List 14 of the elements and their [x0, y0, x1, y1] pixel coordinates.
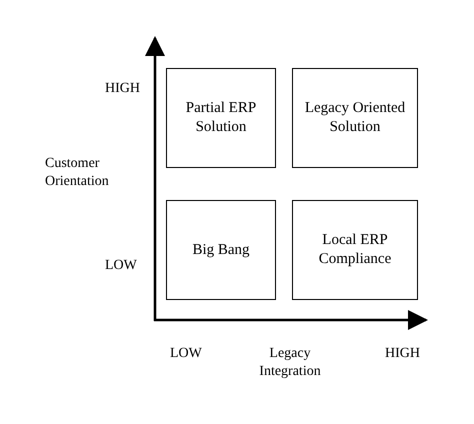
quadrant-box: [292, 200, 418, 300]
quadrant-label: Legacy Oriented Solution: [304, 99, 406, 137]
axis-tick-label: HIGH: [385, 345, 421, 363]
quadrant-label: Local ERP Compliance: [318, 231, 392, 269]
quadrant-box: [292, 68, 418, 168]
quadrant-box: [166, 200, 276, 300]
axis-tick-label: HIGH: [105, 80, 141, 98]
axis-tick-label: LOW: [170, 345, 203, 363]
axis-title: Legacy Integration: [258, 345, 322, 381]
quadrant-box: [166, 68, 276, 168]
axis-title: Customer Orientation: [45, 155, 110, 191]
quadrant-label: Partial ERP Solution: [184, 99, 258, 137]
axis-tick-label: LOW: [105, 257, 138, 275]
quadrant-label: Big Bang: [192, 240, 250, 260]
